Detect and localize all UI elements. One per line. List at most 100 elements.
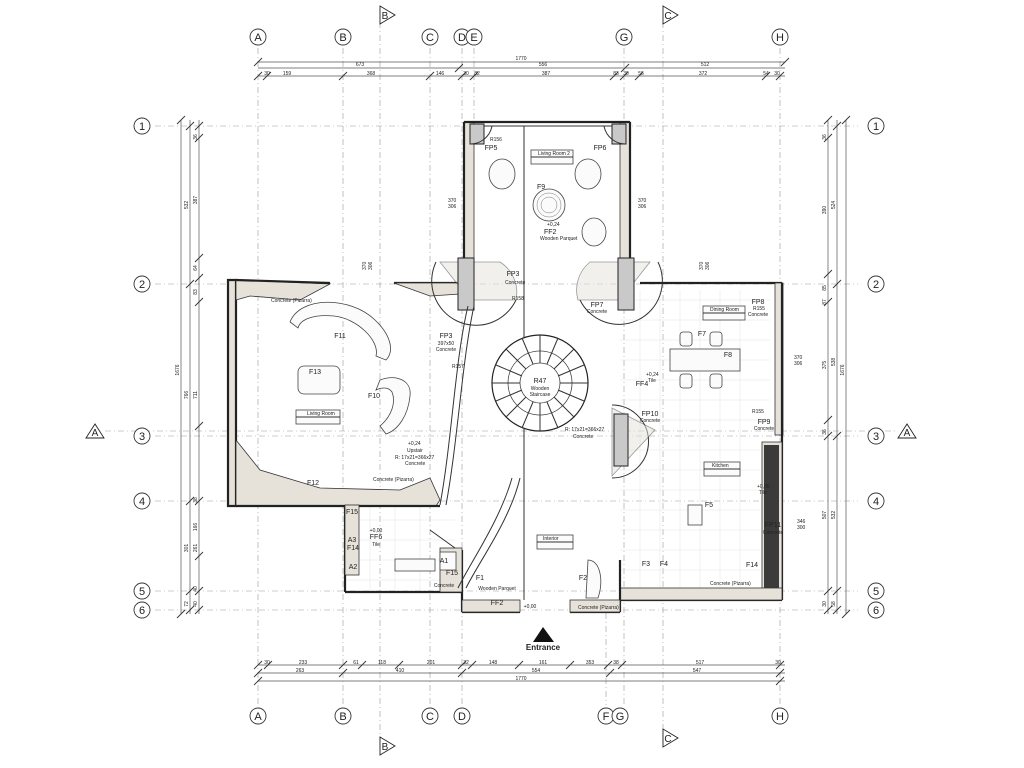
dim-left-mid-3: 301 bbox=[184, 544, 190, 553]
concrete-pizarra-living-bottom: Concrete (Pizarra) bbox=[373, 477, 414, 483]
f14-label: F14 bbox=[746, 562, 758, 569]
elev-tag-2: 370 bbox=[448, 198, 457, 204]
bathroom-sink bbox=[394, 558, 436, 572]
fp7-label: FP7 bbox=[591, 302, 604, 309]
fp3-dim-label: 397x50 bbox=[438, 341, 455, 347]
section-a-left-label: A bbox=[92, 428, 99, 439]
dining-table bbox=[669, 348, 741, 372]
dim-bottom-fine-2: 233 bbox=[299, 660, 308, 666]
dim-bottom-total: 1770 bbox=[515, 676, 526, 682]
entrance-marker: Entrance bbox=[526, 627, 561, 652]
f10-label: F10 bbox=[368, 393, 380, 400]
grid-label-h-top: H bbox=[776, 32, 784, 44]
dim-bottom-fine-6: 32 bbox=[463, 660, 469, 666]
section-b-top-label: B bbox=[382, 11, 389, 22]
grid-label-4-left: 4 bbox=[139, 496, 145, 508]
dining-chair-3 bbox=[679, 373, 693, 389]
grid-bubbles-left: 1 2 3 4 5 6 bbox=[133, 117, 151, 619]
grid-label-a-bottom: A bbox=[254, 711, 262, 723]
f7-label: F7 bbox=[698, 331, 706, 338]
fp9-sub: Concrete bbox=[754, 426, 775, 432]
lounge-chair bbox=[375, 377, 411, 435]
level-main: +0,24 bbox=[408, 441, 421, 447]
dim-top-fine-10: 56 bbox=[638, 71, 644, 77]
walls bbox=[226, 120, 784, 614]
ff2-label: FF2 bbox=[544, 229, 557, 236]
dining-chair-4 bbox=[709, 373, 723, 389]
dim-left-fine-5: 711 bbox=[193, 391, 199, 399]
dim-bottom-fine-10: 38 bbox=[613, 660, 619, 666]
elev-tag-1: 370 bbox=[362, 261, 368, 270]
elev-tag-2b: 306 bbox=[448, 204, 457, 210]
f15-label: F15 bbox=[446, 570, 458, 577]
grid-label-c-bottom: C bbox=[426, 711, 434, 723]
dining-chair-2 bbox=[709, 331, 723, 347]
furniture bbox=[289, 158, 741, 599]
grid-label-1-right: 1 bbox=[873, 121, 879, 133]
ff4-label: FF4 bbox=[636, 381, 649, 388]
fp5-label: FP5 bbox=[485, 145, 498, 152]
dim-right-mid-4: 58 bbox=[831, 601, 837, 607]
dim-bottom-fine-8: 161 bbox=[539, 660, 548, 666]
dim-right-fine-7: 507 bbox=[822, 511, 828, 520]
dining-chair-1 bbox=[679, 331, 693, 347]
grid-label-g-bottom: G bbox=[616, 711, 625, 723]
dimension-right: 36 390 85 87 375 36 507 30 524 538 532 5… bbox=[822, 115, 851, 619]
dining-room-tag: Dining Room bbox=[710, 307, 739, 313]
dim-right-mid-2: 538 bbox=[831, 358, 837, 367]
stair-label: R: 17x21=366x27 bbox=[395, 455, 435, 461]
dim-left-fine-6: 38 bbox=[193, 497, 199, 503]
grid-label-6-left: 6 bbox=[139, 605, 145, 617]
elev-tag-6b: 306 bbox=[705, 261, 711, 270]
level-dining: +0,24 bbox=[646, 372, 659, 378]
ff6-level: +0,00 bbox=[370, 528, 383, 534]
dim-top-fine-5: 30 bbox=[463, 71, 469, 77]
dim-top-total: 1770 bbox=[515, 56, 526, 62]
f2-label: F2 bbox=[579, 575, 587, 582]
entrance-level: +0,00 bbox=[524, 604, 537, 610]
dim-left-total: 1676 bbox=[175, 364, 181, 375]
dim-bottom-fine-7: 148 bbox=[489, 660, 498, 666]
fp7-sub: Concrete bbox=[587, 309, 608, 315]
elev-tag-5: 346 bbox=[797, 519, 806, 525]
r155-label: R155 bbox=[753, 306, 765, 312]
f4-label: F4 bbox=[660, 561, 668, 568]
columns bbox=[431, 123, 663, 479]
entrance-arrow-icon bbox=[533, 627, 554, 642]
dim-bottom-fine-3: 61 bbox=[353, 660, 359, 666]
dim-top-fine-1: 30 bbox=[264, 71, 270, 77]
dim-left-fine-10: 40 bbox=[193, 601, 199, 607]
fp3-top-sub: Concrete bbox=[505, 280, 526, 286]
grid-label-d-bottom: D bbox=[458, 711, 466, 723]
entrance-planter bbox=[585, 559, 602, 599]
fp3-mid-sub: Concrete bbox=[436, 347, 457, 353]
grid-label-a-top: A bbox=[254, 32, 262, 44]
elev-tag-3b: 306 bbox=[638, 204, 647, 210]
r156-label: R156 bbox=[490, 137, 502, 143]
coffee-table bbox=[297, 365, 341, 395]
dim-left-fine-4: 83 bbox=[193, 289, 199, 295]
dim-top-fine-3: 368 bbox=[367, 71, 376, 77]
fp8-sub: Concrete bbox=[748, 312, 769, 318]
kitchen-tag: Kitchen bbox=[712, 463, 729, 469]
grid-label-5-right: 5 bbox=[873, 586, 879, 598]
curved-sofa bbox=[289, 301, 391, 361]
fp6-label: FP6 bbox=[594, 145, 607, 152]
dim-top-fine-13: 30 bbox=[774, 71, 780, 77]
dim-left-mid-2: 766 bbox=[184, 391, 190, 400]
ff6-label: FF6 bbox=[370, 534, 383, 541]
fp11-window-pattern bbox=[764, 445, 779, 589]
grid-label-2-left: 2 bbox=[139, 279, 145, 291]
dim-top-fine-12: 54 bbox=[763, 71, 769, 77]
grid-label-3-left: 3 bbox=[139, 431, 145, 443]
grid-bubbles-bottom: A B C D F G H bbox=[249, 707, 789, 725]
dim-left-fine-2: 387 bbox=[193, 196, 199, 205]
dim-bottom-mid-2: 410 bbox=[396, 668, 405, 674]
level-living2: +0,24 bbox=[547, 222, 560, 228]
grid-label-g-top: G bbox=[620, 32, 629, 44]
grid-label-1-left: 1 bbox=[139, 121, 145, 133]
f9-label: F9 bbox=[537, 184, 545, 191]
concrete-bath: Concrete bbox=[434, 583, 455, 589]
concrete-pizarra-kitchen: Concrete (Pizarra) bbox=[710, 581, 751, 587]
